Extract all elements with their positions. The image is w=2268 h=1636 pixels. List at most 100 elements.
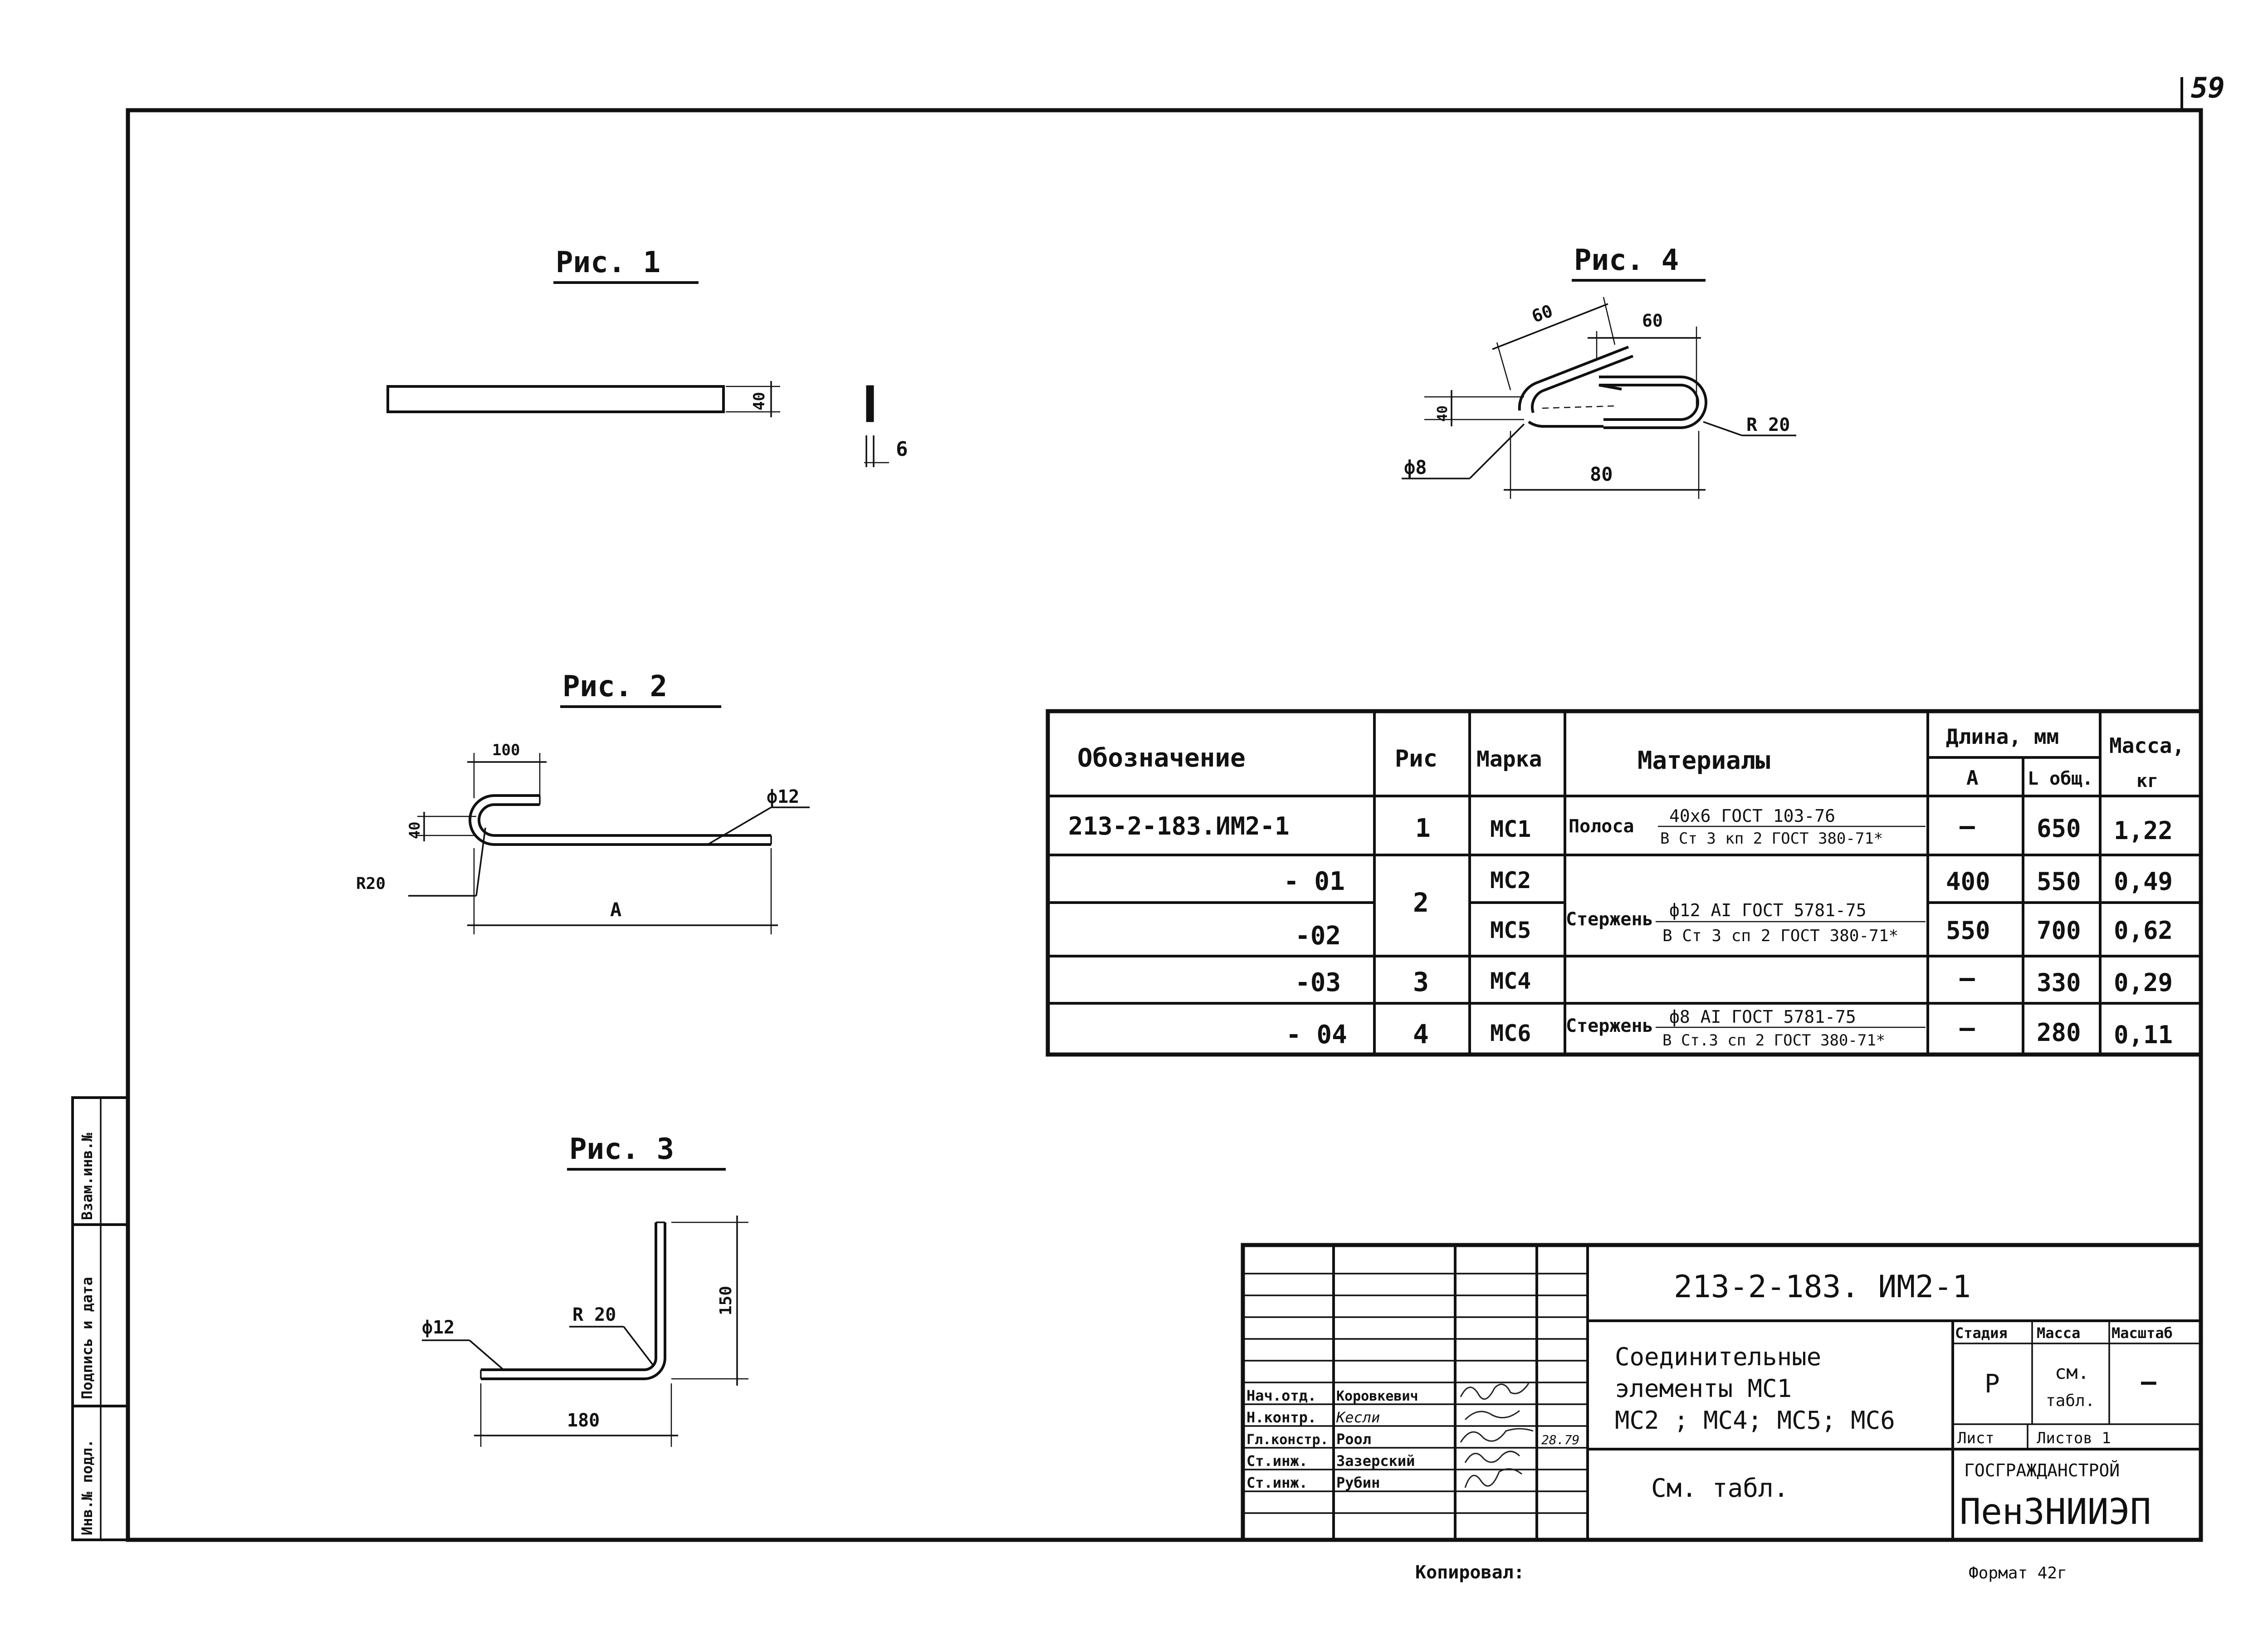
material-3-top: ф8 АI ГОСТ 5781-75	[1669, 1007, 1856, 1027]
figure-3: Рис. 3 150 180 ф12 R 20	[422, 1133, 748, 1447]
row4-a: —	[1960, 963, 1975, 993]
material-3-prefix: Стержень	[1566, 1016, 1653, 1036]
row2-a: 400	[1946, 867, 1990, 896]
th-fig: Рис	[1395, 745, 1437, 772]
row4-fig: 3	[1413, 967, 1429, 997]
org-line2: ПенЗНИИЭП	[1960, 1492, 2151, 1533]
side-stamp: Взам.инв.№ Подпись и дата Инв.№ подл.	[71, 1096, 129, 1541]
sheets-label: Листов 1	[2037, 1429, 2111, 1447]
material-1-top: 40x6 ГОСТ 103-76	[1669, 806, 1835, 826]
row4-designation: -03	[1295, 968, 1341, 997]
staff-3-date: 28.79	[1541, 1432, 1579, 1447]
fig4-dim-gap: 40	[1435, 405, 1451, 422]
fig4-dim-b: 60	[1642, 311, 1663, 331]
material-1: Полоса 40x6 ГОСТ 103-76 В Ст 3 кп 2 ГОСТ…	[1569, 806, 1926, 848]
row4-mark: МС4	[1490, 968, 1531, 994]
row3-l: 700	[2037, 916, 2081, 945]
staff-5-name: Рубин	[1336, 1474, 1380, 1491]
row2-mass: 0,49	[2114, 867, 2173, 896]
fig2-dim-diameter: ф12	[767, 786, 799, 807]
row1-fig: 1	[1415, 814, 1431, 843]
title-line2: элементы МС1	[1615, 1374, 1792, 1403]
mass-value-1: см.	[2055, 1361, 2089, 1383]
staff-2-name: Кесли	[1336, 1409, 1380, 1426]
material-2-top: ф12 АI ГОСТ 5781-75	[1669, 900, 1867, 920]
fig1-dim-thickness: 6	[896, 438, 908, 461]
th-length-a: A	[1966, 767, 1979, 790]
fig2-dim-length: A	[610, 899, 621, 921]
material-1-bottom: В Ст 3 кп 2 ГОСТ 380-71*	[1660, 830, 1883, 848]
fig1-title: Рис. 1	[556, 246, 660, 279]
row3-designation: -02	[1295, 921, 1341, 951]
row5-designation: - 04	[1286, 1020, 1347, 1050]
fig2-dim-radius: R20	[356, 874, 386, 893]
fig2-dim-top: 100	[492, 741, 520, 759]
th-mass-unit: кг	[2136, 771, 2158, 791]
staff-1-name: Коровкевич	[1336, 1388, 1418, 1404]
stage-value: Р	[1984, 1369, 2000, 1399]
row3-mark: МС5	[1490, 917, 1531, 943]
row5-l: 280	[2037, 1018, 2081, 1047]
th-designation: Обозначение	[1077, 743, 1246, 773]
sheet-label: Лист	[1957, 1429, 1994, 1447]
row2-mark: МС2	[1490, 867, 1531, 894]
fig3-title: Рис. 3	[569, 1133, 674, 1166]
title-line3: МС2 ; МС4; МС5; МС6	[1615, 1406, 1895, 1435]
row5-fig: 4	[1413, 1019, 1429, 1050]
staff-4-role: Ст.инж.	[1246, 1452, 1308, 1470]
th-length-total: L общ.	[2028, 768, 2093, 789]
row4-l: 330	[2037, 968, 2081, 997]
fig4-dim-diameter: ф8	[1404, 456, 1427, 479]
row3-mass: 0,62	[2114, 916, 2173, 945]
fig4-dim-radius: R 20	[1746, 415, 1790, 435]
row4-mass: 0,29	[2114, 968, 2173, 997]
row2-3-fig: 2	[1413, 887, 1429, 918]
footer-copied: Копировал:	[1415, 1562, 1525, 1583]
row1-mass: 1,22	[2114, 816, 2173, 845]
row1-designation: 213-2-183.ИМ2-1	[1068, 812, 1290, 840]
see-table: См. табл.	[1651, 1474, 1789, 1503]
material-2: Стержень ф12 АI ГОСТ 5781-75 В Ст 3 сп 2…	[1566, 900, 1926, 945]
figure-2: Рис. 2 100 40 ф12 R20 A	[356, 670, 810, 934]
row1-mark: МС1	[1490, 816, 1531, 842]
material-2-bottom: В Ст 3 сп 2 ГОСТ 380-71*	[1662, 927, 1898, 945]
material-2-prefix: Стержень	[1566, 909, 1653, 930]
side-stamp-replace-inv: Взам.инв.№	[78, 1133, 96, 1220]
row5-mark: МС6	[1490, 1020, 1531, 1046]
fig4-dim-a: 60	[1529, 301, 1555, 327]
row1-l: 650	[2037, 814, 2081, 843]
fig3-dim-height: 150	[717, 1286, 735, 1315]
row1-a: —	[1960, 811, 1975, 841]
mass-value-2: табл.	[2046, 1392, 2095, 1410]
stage-label: Стадия	[1955, 1324, 2008, 1342]
fig3-dim-diameter: ф12	[422, 1317, 455, 1338]
side-stamp-inv-orig: Инв.№ подл.	[78, 1439, 96, 1535]
side-stamp-sign-date: Подпись и дата	[78, 1277, 96, 1399]
fig2-title: Рис. 2	[562, 670, 667, 703]
figure-4: Рис. 4 60 60 40 R 20 ф8 80	[1402, 244, 1796, 499]
th-length: Длина, мм	[1946, 724, 2059, 749]
row2-l: 550	[2037, 867, 2081, 896]
staff-3-role: Гл.констр.	[1246, 1432, 1329, 1448]
th-mass: Масса,	[2109, 733, 2185, 758]
material-3-bottom: В Ст.3 сп 2 ГОСТ 380-71*	[1662, 1031, 1885, 1050]
th-materials: Материалы	[1637, 746, 1770, 775]
scale-label: Масштаб	[2112, 1324, 2173, 1342]
fig1-dim-height: 40	[750, 392, 768, 410]
staff-5-role: Ст.инж.	[1246, 1474, 1308, 1491]
mass-label: Масса	[2037, 1324, 2080, 1342]
staff-2-role: Н.контр.	[1246, 1409, 1316, 1426]
scale-value: —	[2141, 1367, 2156, 1397]
row3-a: 550	[1946, 916, 1990, 945]
fig3-dim-length: 180	[567, 1410, 600, 1431]
th-mark: Марка	[1476, 747, 1542, 772]
fig2-dim-left: 40	[406, 821, 423, 839]
material-3: Стержень ф8 АI ГОСТ 5781-75 В Ст.3 сп 2 …	[1566, 1007, 1926, 1050]
material-1-prefix: Полоса	[1569, 816, 1634, 837]
footer-format: Формат 42г	[1969, 1564, 2067, 1582]
fig3-dim-radius: R 20	[572, 1304, 616, 1325]
figure-1: Рис. 1 40 6	[386, 246, 908, 467]
title-line1: Соединительные	[1615, 1343, 1821, 1371]
org-line1: ГОСГРАЖДАНСТРОЙ	[1964, 1460, 2120, 1480]
